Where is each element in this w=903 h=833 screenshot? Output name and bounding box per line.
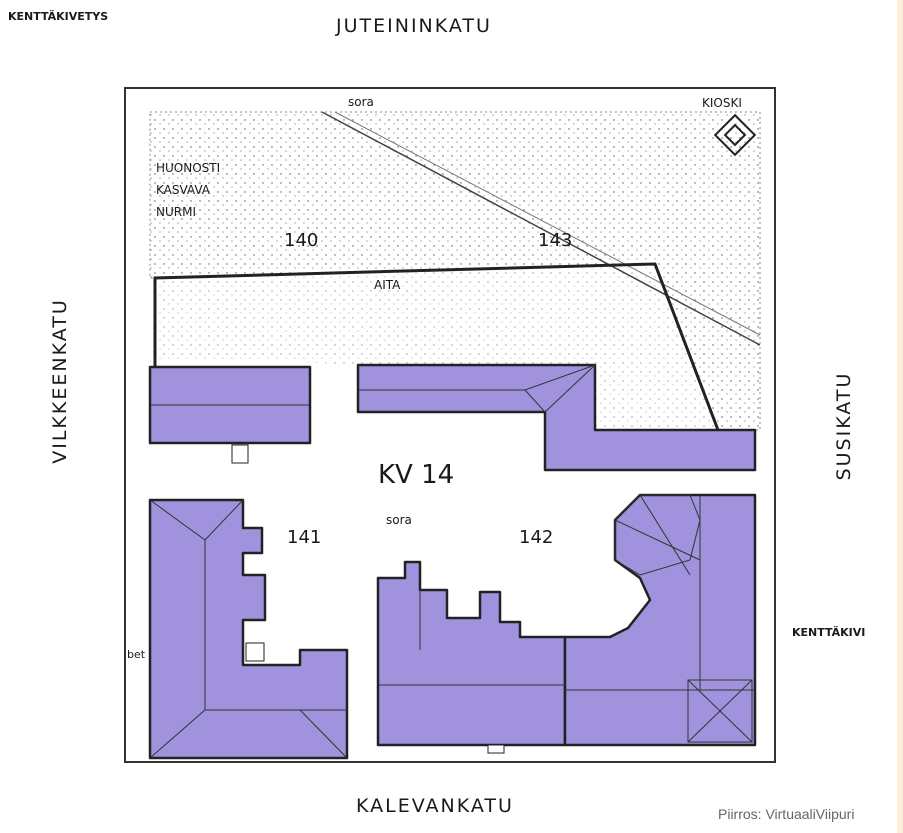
gravel-path <box>321 111 761 346</box>
lawn-line-1: HUONOSTI <box>156 161 221 175</box>
building-141 <box>148 498 349 760</box>
building-142-west <box>376 560 567 747</box>
block-title: KV 14 <box>378 460 455 490</box>
dotted-yard-area <box>155 266 718 430</box>
building-142-east <box>563 493 757 747</box>
plot-141: 141 <box>287 527 322 548</box>
label-kenttakivetys: KENTTÄKIVETYS <box>8 10 109 23</box>
street-vilkkeenkatu: VILKKEENKATU <box>49 298 71 464</box>
label-kenttakivi: KENTTÄKIVI <box>792 626 866 639</box>
plot-143: 143 <box>538 230 573 251</box>
fence-aita <box>153 262 720 431</box>
block-boundary <box>124 87 776 763</box>
kiosk-icon <box>713 113 757 157</box>
gravel-path-edge <box>334 111 761 336</box>
label-aita: AITA <box>374 278 401 292</box>
label-sora-court: sora <box>386 513 412 527</box>
label-bet: bet <box>127 648 146 661</box>
building-143 <box>356 363 757 472</box>
street-kalevankatu: KALEVANKATU <box>356 795 514 817</box>
label-kioski: KIOSKI <box>702 96 742 110</box>
lawn-line-3: NURMI <box>156 205 196 219</box>
plot-140: 140 <box>284 230 319 251</box>
buildings <box>148 363 757 760</box>
lawn-line-2: KASVAVA <box>156 183 211 197</box>
roof-ridges <box>149 364 755 759</box>
stairs-icons <box>231 444 505 754</box>
label-lawn: HUONOSTI KASVAVA NURMI <box>156 157 220 223</box>
street-juteininkatu: JUTEININKATU <box>336 15 492 37</box>
label-sora-top: sora <box>348 95 374 109</box>
street-susikatu: SUSIKATU <box>833 371 855 481</box>
plot-142: 142 <box>519 527 554 548</box>
credit: Piirros: VirtuaaliViipuri <box>718 806 855 822</box>
dotted-lawn-area <box>149 111 761 431</box>
page-edge <box>897 0 903 833</box>
